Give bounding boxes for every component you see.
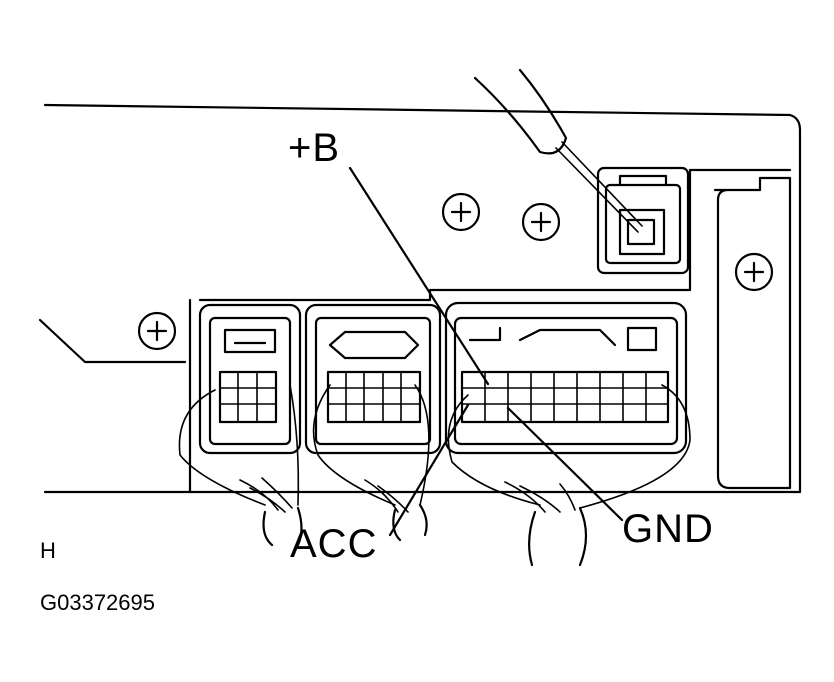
- screw-icon: [137, 311, 177, 351]
- wire-harness: [178, 384, 691, 567]
- screw-icon: [441, 192, 481, 232]
- connector-large: [444, 301, 688, 455]
- figure-code: G03372695: [40, 590, 155, 615]
- unit-body: [38, 103, 802, 494]
- screw-icon: [734, 252, 774, 292]
- connector-left: [198, 303, 302, 455]
- label-plus-b: +B: [288, 126, 341, 170]
- label-acc: ACC: [290, 522, 378, 566]
- label-gnd: GND: [622, 507, 714, 551]
- screw-icon: [521, 202, 561, 242]
- leader-lines: [348, 166, 624, 537]
- connector-middle: [304, 303, 442, 455]
- antenna-socket: [596, 166, 690, 275]
- tester-probe: [473, 68, 643, 233]
- view-label: H: [40, 538, 56, 563]
